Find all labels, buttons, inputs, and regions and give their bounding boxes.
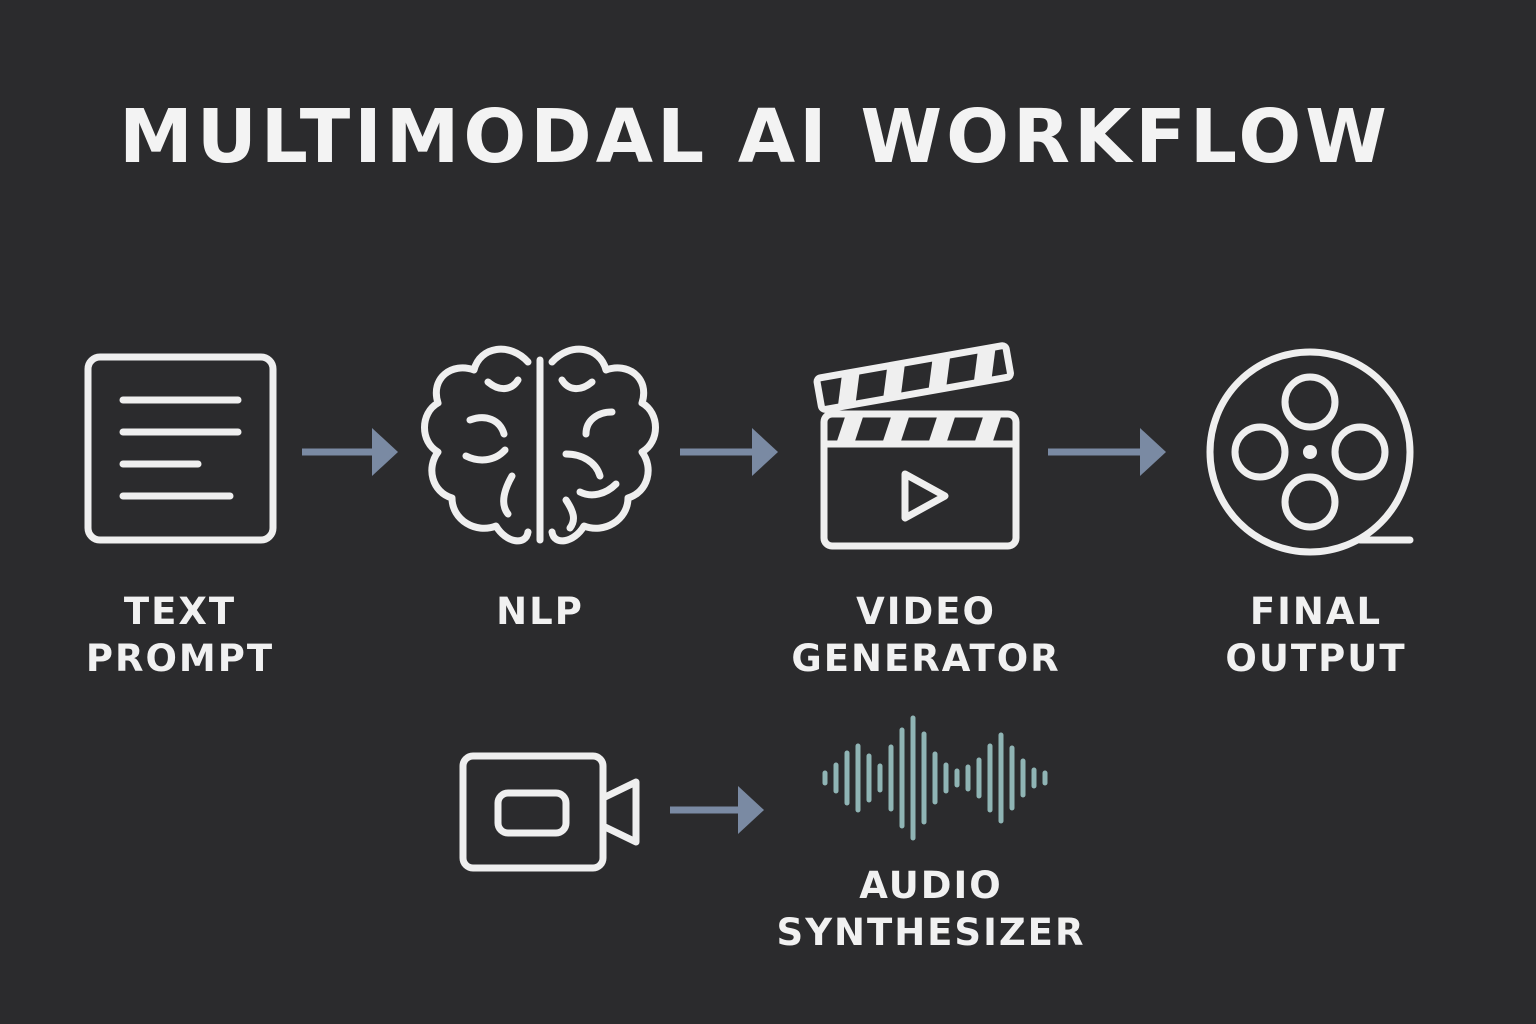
node-label-video-generator: VIDEO GENERATOR — [780, 588, 1072, 682]
label-line: SYNTHESIZER — [776, 911, 1086, 954]
document-icon — [84, 353, 277, 544]
node-label-final-output: FINAL OUTPUT — [1196, 588, 1436, 682]
label-line: GENERATOR — [791, 637, 1061, 680]
brain-icon — [421, 345, 659, 545]
label-line: OUTPUT — [1225, 637, 1407, 680]
node-label-audio-synthesizer: AUDIO SYNTHESIZER — [770, 862, 1092, 956]
sound-wave-icon — [822, 715, 1048, 841]
edge-video-camera-to-audio-synthesizer — [670, 786, 764, 834]
edge-nlp-to-video-generator — [680, 428, 778, 476]
video-camera-icon — [459, 752, 640, 872]
label-line: VIDEO — [856, 590, 996, 633]
edge-video-generator-to-final-output — [1048, 428, 1166, 476]
diagram-title: MULTIMODAL AI WORKFLOW — [119, 94, 1391, 180]
film-reel-icon — [1206, 348, 1414, 556]
label-line: FINAL — [1249, 590, 1383, 633]
clapperboard-icon — [813, 342, 1020, 550]
label-line: AUDIO — [859, 864, 1003, 907]
node-label-nlp: NLP — [440, 588, 640, 635]
edge-text-prompt-to-nlp — [302, 428, 398, 476]
node-label-text-prompt: TEXT PROMPT — [80, 588, 280, 682]
label-line: NLP — [496, 590, 584, 633]
label-line: PROMPT — [85, 637, 275, 680]
label-line: TEXT — [123, 590, 237, 633]
